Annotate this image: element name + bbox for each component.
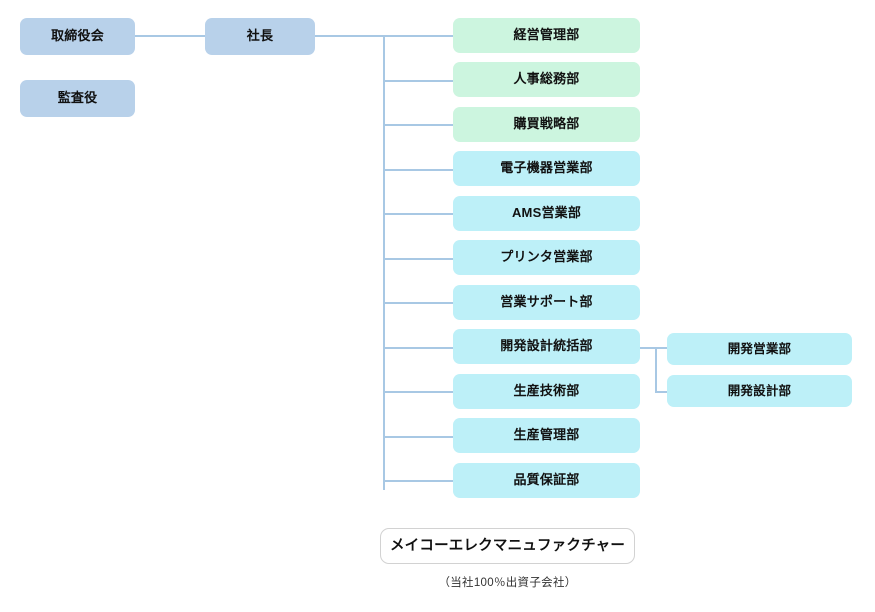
node-development-design-general-dept[interactable]: 開発設計統括部: [453, 329, 640, 364]
node-development-sales-dept[interactable]: 開発営業部: [667, 333, 852, 365]
connector-branch-3: [383, 124, 453, 126]
node-hr-general-affairs-dept[interactable]: 人事総務部: [453, 62, 640, 97]
node-auditor[interactable]: 監査役: [20, 80, 135, 117]
connector-dev-trunk: [655, 347, 657, 392]
connector-branch-7: [383, 302, 453, 304]
node-procurement-strategy-dept[interactable]: 購買戦略部: [453, 107, 640, 142]
connector-branch-9: [383, 391, 453, 393]
subsidiary-ownership-note: （当社100％出資子会社）: [438, 577, 577, 589]
connector-dev-to-sales: [655, 347, 669, 349]
connector-branch-11: [383, 480, 453, 482]
node-subsidiary-meiko-elec-manufacture[interactable]: メイコーエレクマニュファクチャー: [380, 528, 635, 564]
connector-main-trunk: [383, 35, 385, 490]
connector-branch-10: [383, 436, 453, 438]
node-electronics-sales-dept[interactable]: 電子機器営業部: [453, 151, 640, 186]
node-production-engineering-dept[interactable]: 生産技術部: [453, 374, 640, 409]
node-sales-support-dept[interactable]: 営業サポート部: [453, 285, 640, 320]
connector-branch-6: [383, 258, 453, 260]
node-management-admin-dept[interactable]: 経営管理部: [453, 18, 640, 53]
connector-branch-4: [383, 169, 453, 171]
connector-dev-stub: [640, 347, 657, 349]
node-development-design-dept[interactable]: 開発設計部: [667, 375, 852, 407]
node-board-of-directors[interactable]: 取締役会: [20, 18, 135, 55]
node-quality-assurance-dept[interactable]: 品質保証部: [453, 463, 640, 498]
connector-dev-to-design: [655, 391, 669, 393]
node-president[interactable]: 社長: [205, 18, 315, 55]
connector-branch-8: [383, 347, 453, 349]
connector-board-to-president: [135, 35, 205, 37]
node-printer-sales-dept[interactable]: プリンタ営業部: [453, 240, 640, 275]
node-ams-sales-dept[interactable]: AMS営業部: [453, 196, 640, 231]
connector-president-to-trunk: [315, 35, 385, 37]
node-production-management-dept[interactable]: 生産管理部: [453, 418, 640, 453]
connector-branch-5: [383, 213, 453, 215]
connector-branch-2: [383, 80, 453, 82]
connector-branch-1: [383, 35, 453, 37]
